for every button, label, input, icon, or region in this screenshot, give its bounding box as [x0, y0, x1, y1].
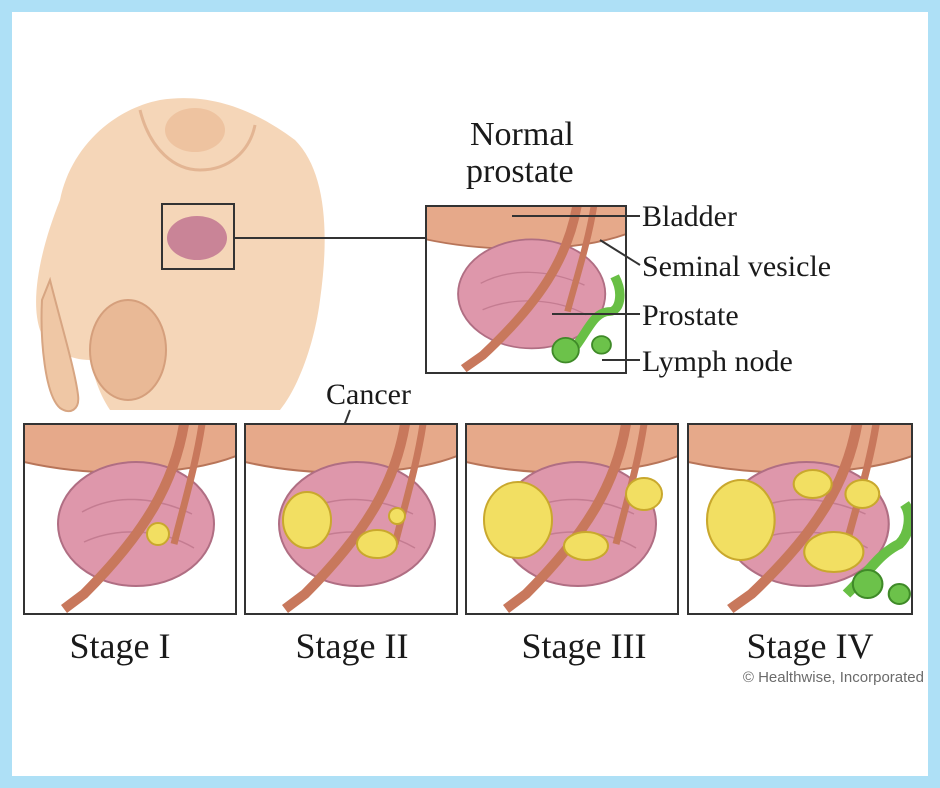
- leader-lines: [512, 215, 641, 361]
- tumor: [844, 479, 881, 509]
- stage-label-2: Stage II: [296, 626, 409, 666]
- stage-panel-4: [687, 423, 913, 615]
- tumor: [563, 531, 609, 561]
- lymph-node: [851, 569, 884, 599]
- copyright-credit: © Healthwise, Incorporated: [743, 669, 924, 686]
- lymph-node: [887, 583, 911, 605]
- normal-prostate-title-line1: Normal: [470, 116, 574, 153]
- body-silhouette: [36, 98, 325, 413]
- tumor: [282, 491, 332, 549]
- tumor: [705, 479, 776, 561]
- stage-panel-2: [244, 423, 458, 615]
- tumor: [356, 529, 398, 559]
- tumor: [792, 469, 833, 499]
- label-cancer: Cancer: [326, 378, 411, 411]
- tumor: [483, 481, 553, 559]
- label-lymph-node: Lymph node: [642, 345, 793, 378]
- normal-prostate-panel: [425, 205, 627, 374]
- stage-panel-1: [23, 423, 237, 615]
- label-seminal-vesicle: Seminal vesicle: [642, 250, 831, 283]
- tumor: [803, 531, 865, 573]
- label-bladder: Bladder: [642, 200, 737, 233]
- stage-label-3: Stage III: [522, 626, 647, 666]
- tumor: [388, 507, 406, 525]
- zoom-region-box: [161, 203, 235, 270]
- normal-prostate-title-line2: prostate: [466, 153, 574, 190]
- tumor: [146, 522, 170, 546]
- stage-panel-3: [465, 423, 679, 615]
- tumor: [625, 477, 663, 511]
- label-prostate: Prostate: [642, 299, 739, 332]
- stage-label-1: Stage I: [70, 626, 171, 666]
- stage-label-4: Stage IV: [747, 626, 874, 666]
